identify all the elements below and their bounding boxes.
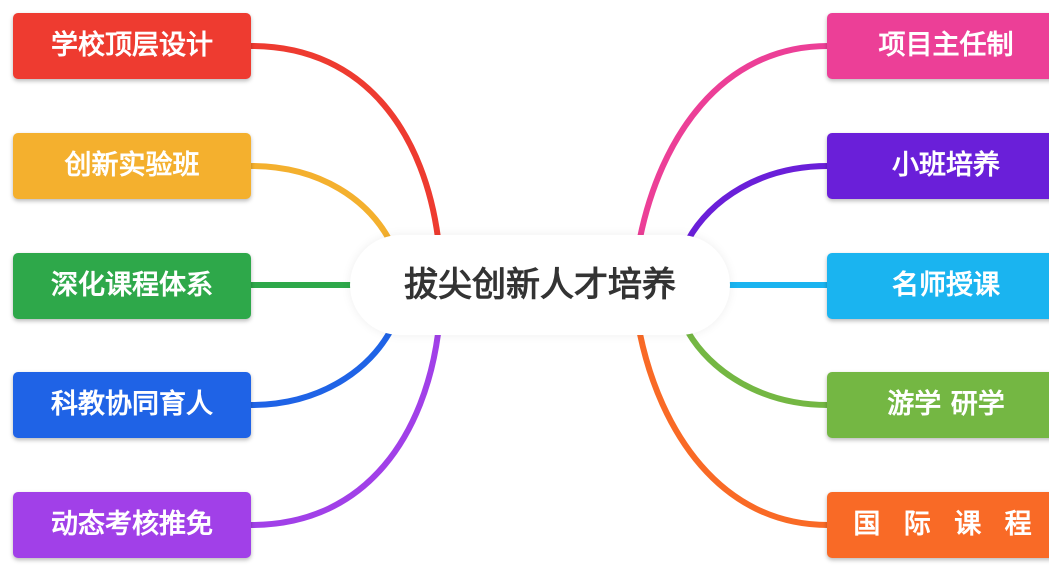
branch-small-class-training[interactable]: 小班培养 (827, 133, 1049, 199)
connector-left-5 (248, 331, 441, 528)
branch-school-top-level-design[interactable]: 学校顶层设计 (13, 13, 251, 79)
central-topic-bubble (350, 235, 730, 335)
branch-science-education-collaboration[interactable]: 科教协同育人 (13, 372, 251, 438)
connector-right-5 (637, 331, 831, 528)
branch-study-tour[interactable]: 游学 研学 (827, 372, 1049, 438)
branch-dynamic-assessment-recommendation[interactable]: 动态考核推免 (13, 492, 251, 558)
branch-deepen-curriculum-system[interactable]: 深化课程体系 (13, 253, 251, 319)
branch-famous-teacher-lectures[interactable]: 名师授课 (827, 253, 1049, 319)
central-topic[interactable]: 拔尖创新人才培养 (404, 265, 676, 305)
connector-right-4 (685, 329, 831, 408)
connector-right-1 (637, 43, 831, 241)
branch-innovation-experimental-class[interactable]: 创新实验班 (13, 133, 251, 199)
connector-left-2 (248, 163, 395, 248)
connector-left-1 (248, 43, 441, 241)
branch-project-director-system[interactable]: 项目主任制 (827, 13, 1049, 79)
connector-left-4 (248, 325, 395, 408)
connector-right-2 (685, 163, 831, 243)
branch-international-courses[interactable]: 国 际 课 程 (827, 492, 1049, 558)
